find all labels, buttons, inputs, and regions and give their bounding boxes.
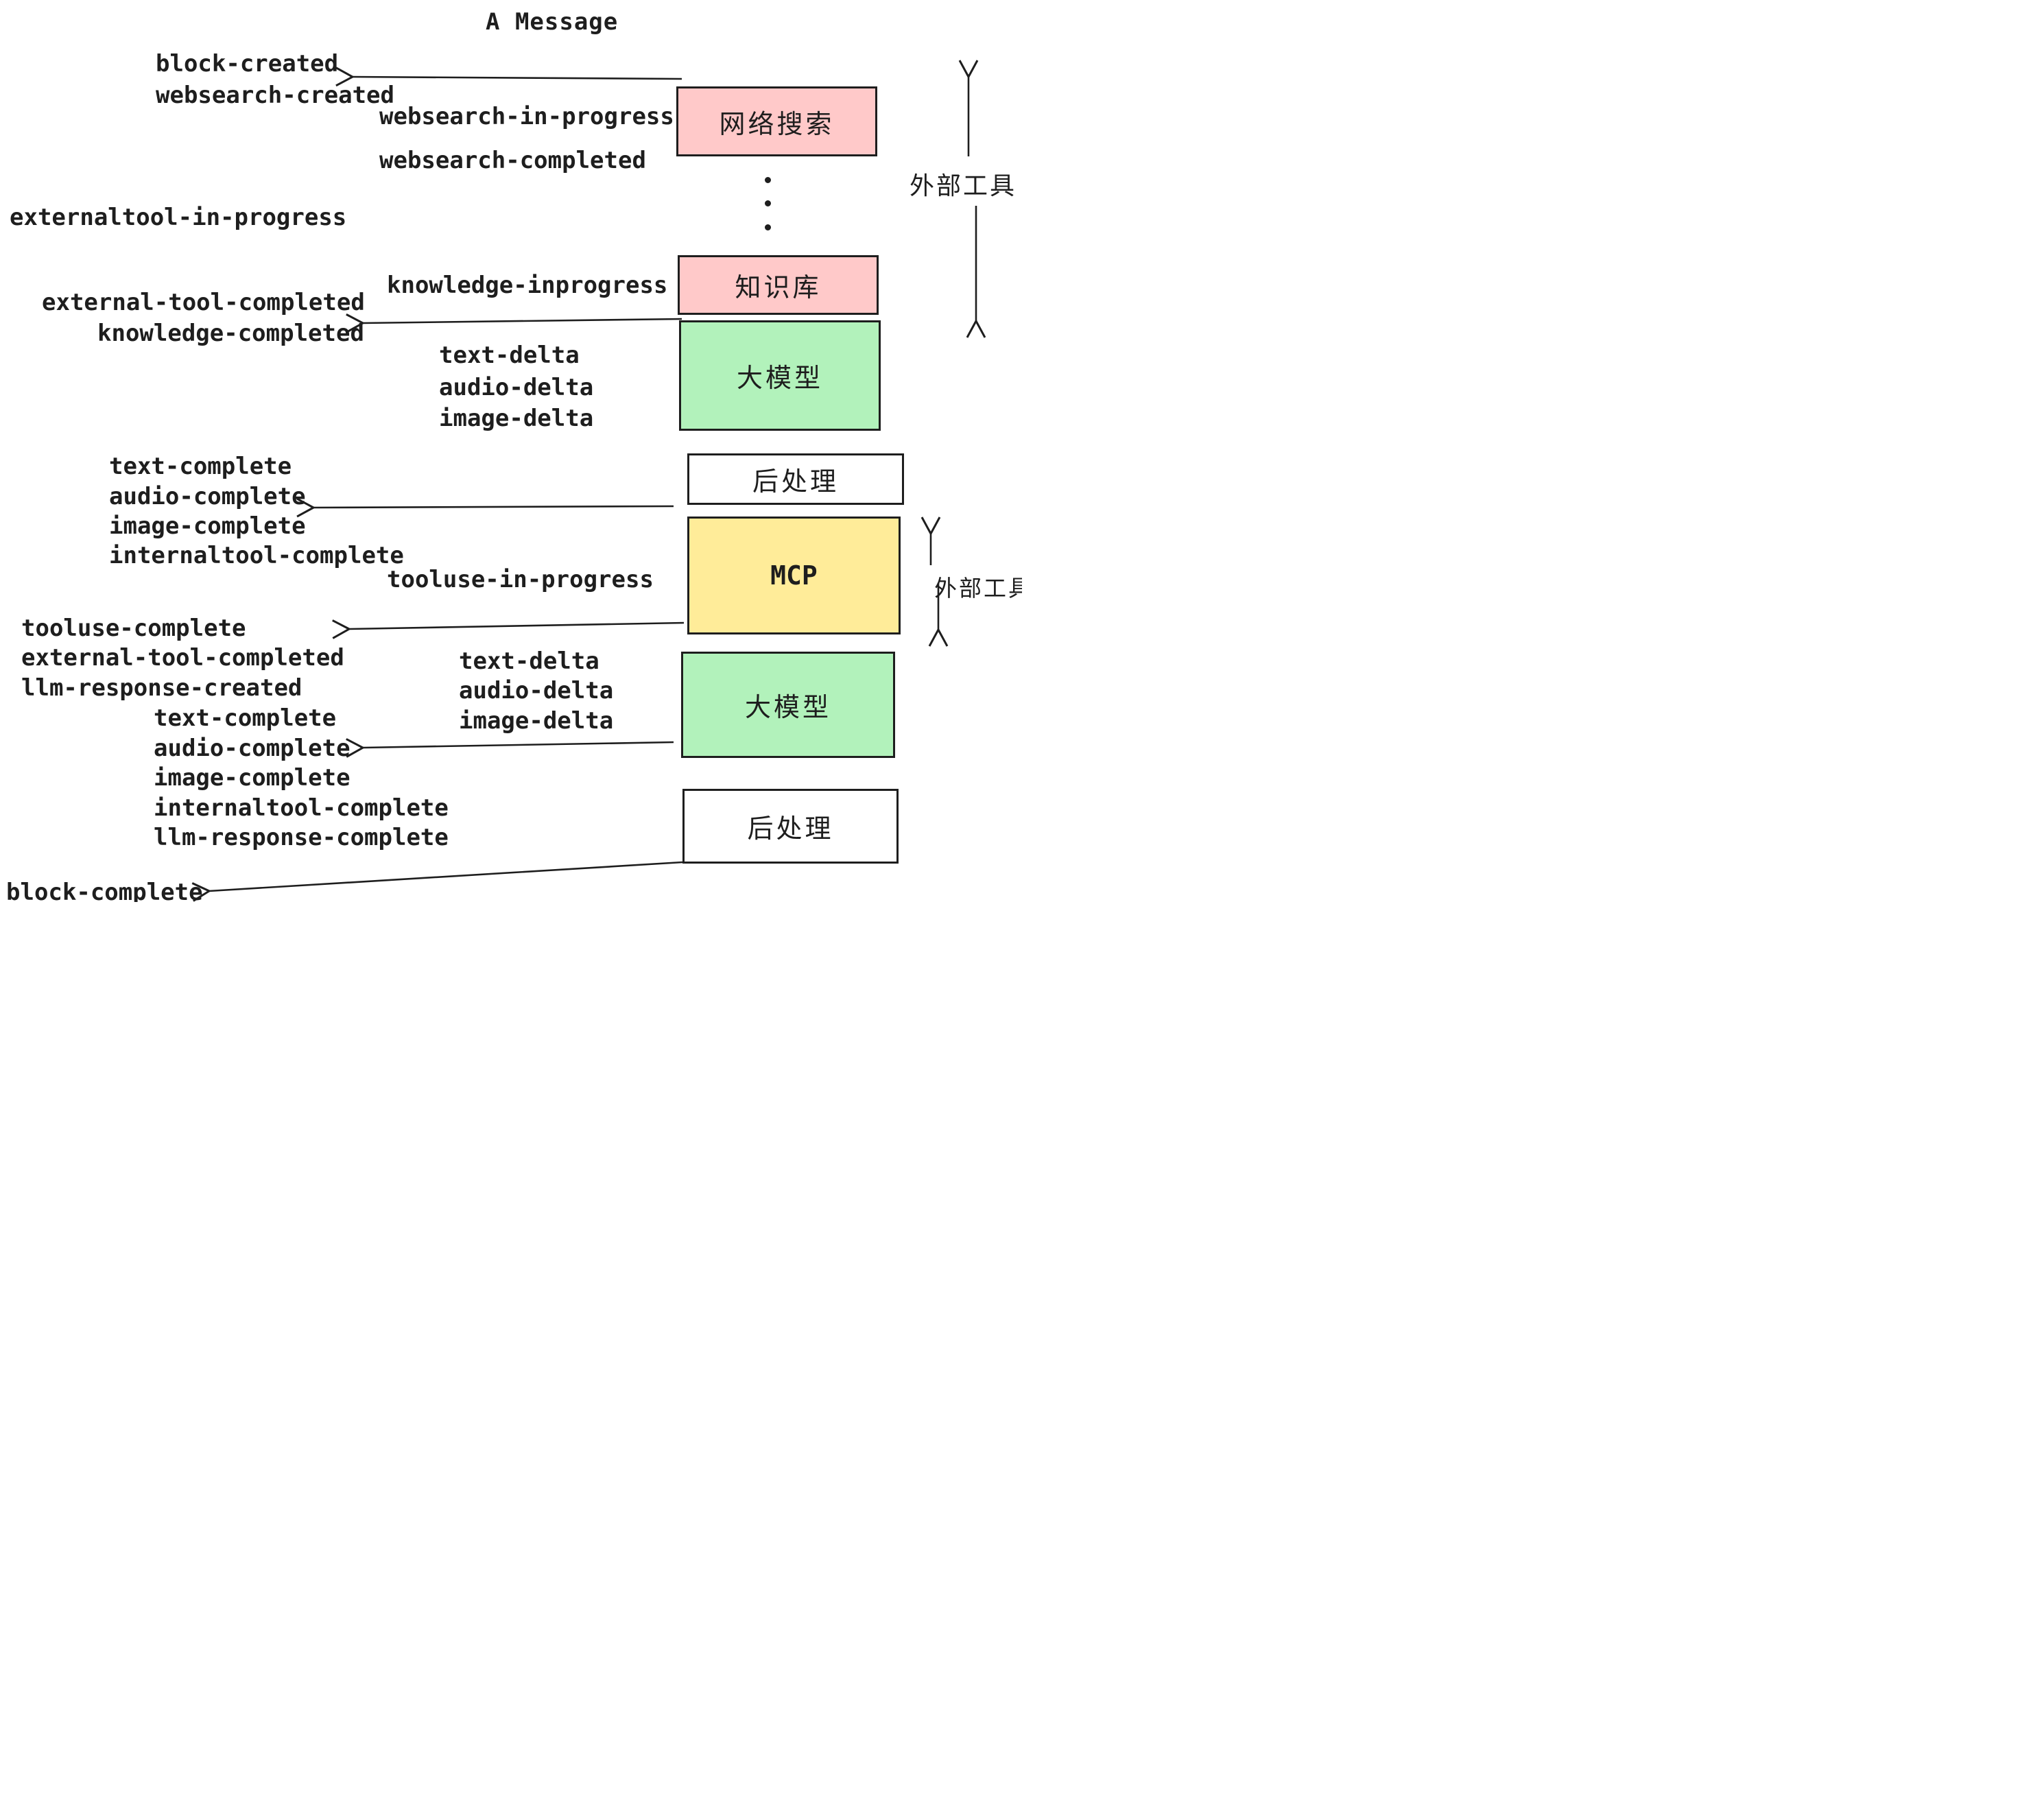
event-label-knowledge-inprogress: knowledge-inprogress — [387, 272, 668, 299]
box-websearch-label: 网络搜索 — [719, 110, 835, 139]
event-label-knowledge-completed: knowledge-completed — [97, 320, 364, 347]
event-label-external-tool-completed-2: external-tool-completed — [21, 644, 344, 672]
box-llm-top-label: 大模型 — [736, 364, 823, 393]
event-label-text-delta-1: text-delta — [439, 342, 580, 369]
box-llm-bottom-label: 大模型 — [744, 693, 831, 722]
box-websearch: 网络搜索 — [676, 86, 877, 156]
ellipsis-dot — [765, 200, 771, 206]
box-knowledge: 知识库 — [678, 255, 879, 315]
event-label-audio-delta-1: audio-delta — [439, 374, 594, 401]
event-label-internaltool-complete-1: internaltool-complete — [109, 542, 404, 569]
diagram-title: A Message — [486, 8, 619, 36]
event-label-image-complete-1: image-complete — [109, 512, 306, 540]
arrow-to-block-complete — [209, 861, 683, 891]
box-postprocess-bottom: 后处理 — [682, 789, 899, 864]
box-mcp-label: MCP — [770, 560, 818, 591]
event-label-text-complete-2: text-complete — [154, 704, 337, 732]
event-label-tooluse-in-progress: tooluse-in-progress — [387, 566, 654, 593]
arrow-to-image-complete — [313, 506, 674, 508]
event-label-image-complete-2: image-complete — [154, 764, 350, 792]
ellipsis-dot — [765, 177, 771, 183]
event-label-tooluse-complete: tooluse-complete — [21, 615, 246, 642]
box-llm-bottom: 大模型 — [681, 652, 895, 758]
external-tools-label-top: 外部工具 — [910, 171, 1017, 200]
event-label-externaltool-in-progress: externaltool-in-progress — [10, 204, 347, 231]
diagram-canvas: A Message block-created websearch-create… — [0, 0, 1022, 902]
event-label-audio-delta-2: audio-delta — [459, 677, 614, 704]
external-tools-label-mcp: 外部工具 — [934, 575, 1022, 601]
box-mcp: MCP — [687, 517, 901, 634]
event-label-websearch-in-progress: websearch-in-progress — [379, 103, 674, 130]
event-label-llm-response-complete: llm-response-complete — [154, 824, 449, 851]
box-llm-top: 大模型 — [679, 320, 881, 431]
box-postprocess-top: 后处理 — [687, 453, 904, 505]
ellipsis-dot — [765, 224, 771, 230]
event-label-audio-complete-1: audio-complete — [109, 483, 306, 510]
event-label-text-complete-1: text-complete — [109, 453, 292, 480]
event-label-websearch-completed: websearch-completed — [379, 147, 646, 174]
event-label-block-complete: block-complete — [6, 879, 203, 902]
box-knowledge-label: 知识库 — [735, 274, 822, 302]
event-label-image-delta-2: image-delta — [459, 707, 614, 735]
arrow-to-tooluse-complete — [349, 623, 685, 629]
event-label-external-tool-completed-1: external-tool-completed — [42, 289, 365, 316]
arrow-to-block-created — [353, 77, 682, 79]
event-label-internaltool-complete-2: internaltool-complete — [154, 794, 449, 822]
arrow-to-knowledge-completed — [363, 319, 682, 323]
event-label-websearch-created: websearch-created — [156, 82, 394, 109]
event-label-text-delta-2: text-delta — [459, 648, 599, 675]
event-label-llm-response-created: llm-response-created — [21, 674, 302, 702]
arrow-to-audio-complete — [363, 742, 674, 748]
event-label-block-created: block-created — [156, 50, 339, 78]
event-label-audio-complete-2: audio-complete — [154, 735, 350, 762]
box-postprocess-bottom-label: 后处理 — [747, 815, 834, 844]
event-label-image-delta-1: image-delta — [439, 405, 594, 432]
box-postprocess-top-label: 后处理 — [752, 468, 839, 497]
